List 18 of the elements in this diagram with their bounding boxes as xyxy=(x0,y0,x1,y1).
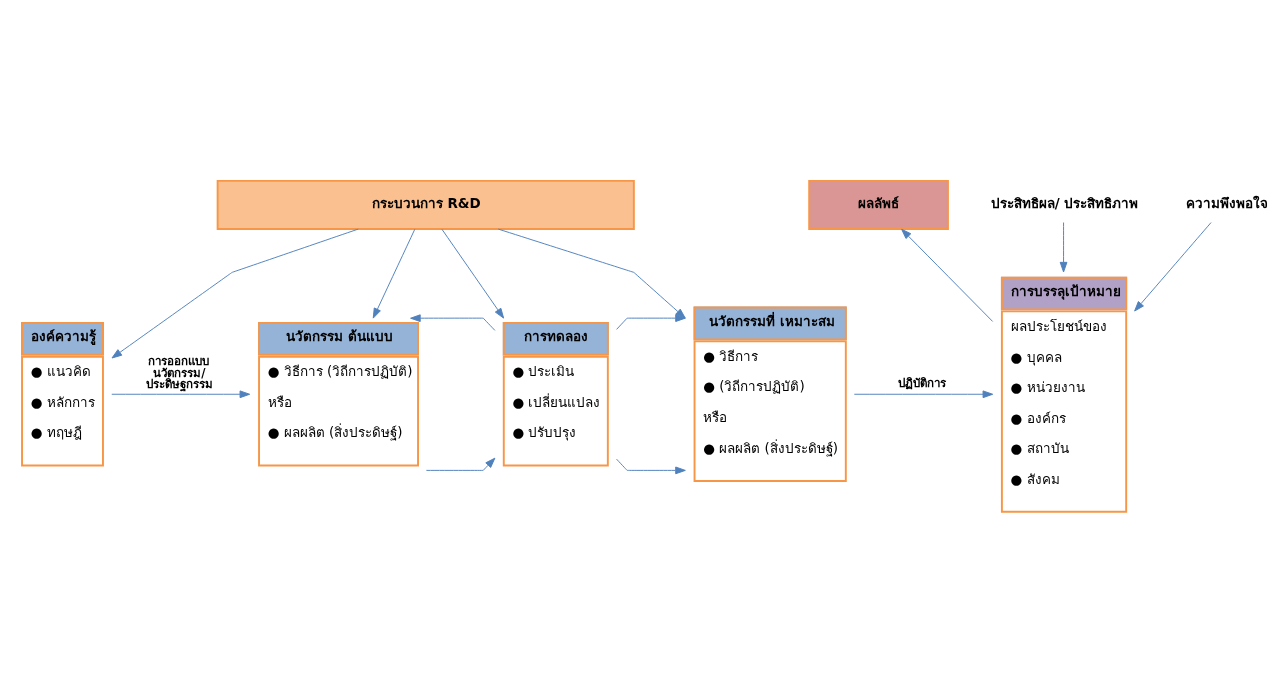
edge-label: การออกแบบ นวัตกรรม/ ประดิษฐกรรม xyxy=(145,353,213,391)
node-text: ความพึงพอใจ xyxy=(1185,194,1268,211)
arrow xyxy=(901,228,994,322)
edge-label: ปฏิบัติการ xyxy=(898,375,947,390)
arrow xyxy=(1134,221,1212,312)
arrow xyxy=(1059,221,1068,272)
arrow xyxy=(111,389,251,398)
arrow xyxy=(372,228,416,319)
node-box: กระบวนการ R&D xyxy=(216,179,635,230)
node-box: ผลลัพธ์ xyxy=(808,179,949,230)
node-text: ประสิทธิผล/ ประสิทธิภาพ xyxy=(990,194,1139,211)
arrow xyxy=(616,458,686,474)
arrow xyxy=(616,313,686,330)
arrow xyxy=(853,389,994,398)
arrow xyxy=(111,228,359,358)
arrow xyxy=(410,313,496,331)
arrow xyxy=(441,228,505,319)
arrow xyxy=(425,457,496,471)
